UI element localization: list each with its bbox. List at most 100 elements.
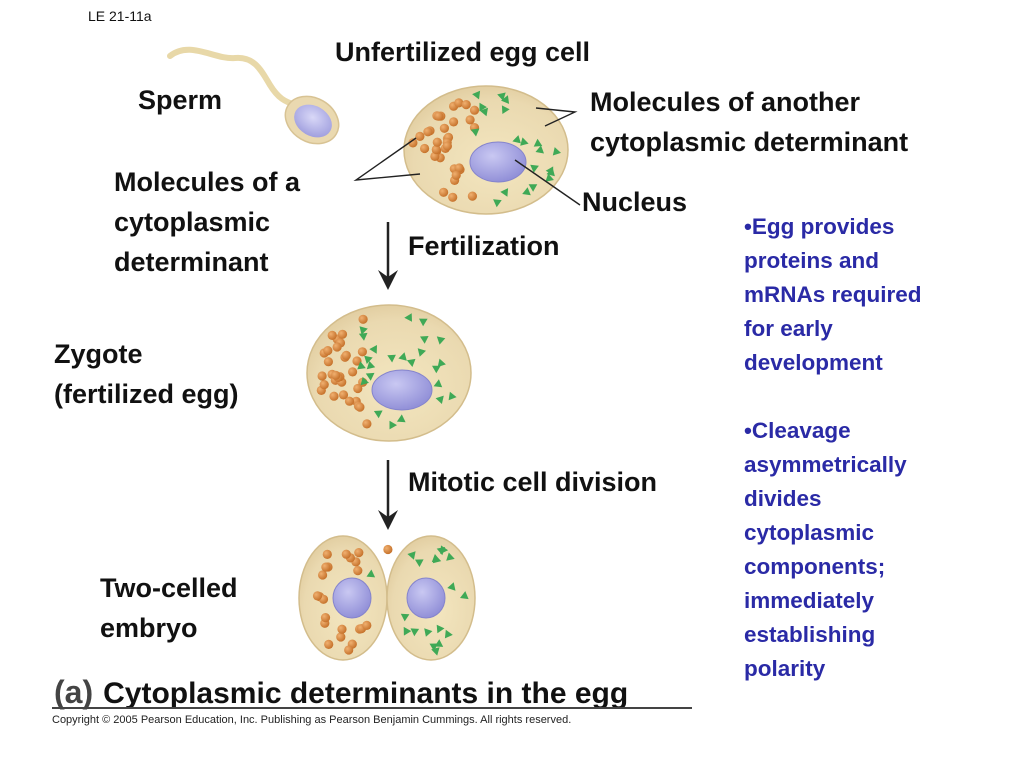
note2-line: establishing <box>744 622 876 647</box>
green-molecule <box>535 145 544 154</box>
orange-molecule <box>423 127 433 137</box>
orange-molecule <box>355 402 365 412</box>
green-molecule <box>417 348 426 357</box>
label-zygote-1: Zygote <box>54 339 143 369</box>
green-molecule <box>435 395 444 404</box>
green-molecule <box>440 545 449 554</box>
orange-molecule <box>442 141 452 151</box>
green-molecule <box>530 164 539 173</box>
green-molecule <box>447 582 456 591</box>
green-molecule <box>434 639 444 647</box>
slide-id: LE 21-11a <box>88 8 152 24</box>
green-molecule <box>472 90 481 100</box>
orange-molecule <box>329 391 339 401</box>
note2-line: divides <box>744 486 822 511</box>
note-cleavage: •Cleavage asymmetrically divides cytopla… <box>744 414 1014 686</box>
orange-molecule <box>353 566 363 576</box>
green-molecule <box>369 345 377 354</box>
green-molecule <box>522 187 531 196</box>
note1-line: for early <box>744 316 833 341</box>
orange-molecule <box>327 330 337 340</box>
orange-molecule <box>358 314 368 324</box>
sperm-nucleus <box>294 104 332 138</box>
label-fertilization: Fertilization <box>408 231 560 261</box>
green-molecule <box>512 135 521 144</box>
orange-molecule <box>323 346 333 356</box>
green-molecule <box>552 147 561 156</box>
orange-molecule <box>344 645 354 655</box>
orange-molecule <box>362 419 372 429</box>
orange-molecule <box>454 98 464 108</box>
orange-molecule <box>362 620 372 631</box>
green-molecule <box>359 326 368 335</box>
green-molecule <box>366 361 376 370</box>
green-molecule <box>404 313 412 322</box>
green-molecule <box>387 354 396 363</box>
figure-caption: (a) Cytoplasmic determinants in the egg <box>54 674 628 711</box>
green-molecule <box>389 420 397 430</box>
orange-molecule <box>344 396 355 406</box>
orange-molecule <box>454 163 464 173</box>
leader-nucleus <box>514 159 581 206</box>
orange-molecule <box>341 549 351 559</box>
unfertilized-egg <box>403 85 569 215</box>
green-molecule <box>470 128 480 137</box>
green-molecule <box>406 358 416 367</box>
green-molecule <box>431 554 441 563</box>
label-another-determinant-2: cytoplasmic determinant <box>590 127 909 157</box>
note2-line: •Cleavage <box>744 418 851 443</box>
green-molecule <box>420 336 429 344</box>
orange-molecule <box>338 390 349 400</box>
green-molecule <box>446 552 455 561</box>
note-egg-provides: •Egg provides proteins and mRNAs require… <box>744 210 1014 380</box>
green-molecule <box>407 551 416 560</box>
green-molecule <box>400 613 410 622</box>
note1-line: •Egg provides <box>744 214 895 239</box>
note2-line: cytoplasmic <box>744 520 875 545</box>
caption-text: Cytoplasmic determinants in the egg <box>103 677 629 710</box>
caption-letter: (a) <box>54 674 94 710</box>
orange-molecule <box>341 350 351 360</box>
orange-molecule <box>415 131 425 141</box>
green-molecule <box>431 647 440 656</box>
label-zygote-2: (fertilized egg) <box>54 379 239 409</box>
green-molecule <box>398 352 407 361</box>
orange-molecule <box>322 549 332 560</box>
orange-molecule <box>461 100 471 110</box>
orange-molecule <box>354 548 364 558</box>
note2-line: polarity <box>744 656 826 681</box>
note1-line: mRNAs required <box>744 282 922 307</box>
orange-molecule <box>321 562 331 572</box>
green-molecule <box>357 361 366 370</box>
embryo-left <box>298 535 388 661</box>
note2-line: asymmetrically <box>744 452 907 477</box>
orange-molecule <box>332 342 342 352</box>
orange-molecule <box>337 624 347 634</box>
arrow-fertilization-head <box>378 270 398 290</box>
label-a-determinant-1: Molecules of a <box>114 167 301 197</box>
green-molecule <box>436 624 445 634</box>
green-molecule <box>373 410 383 419</box>
green-molecule <box>424 628 433 637</box>
orange-molecule <box>430 151 440 161</box>
orange-molecule <box>353 383 363 394</box>
note1-line: development <box>744 350 883 375</box>
note2-line: immediately <box>744 588 875 613</box>
orange-molecule <box>336 632 346 642</box>
orange-molecule <box>469 105 480 115</box>
green-molecule <box>366 569 376 578</box>
green-molecule <box>415 559 424 567</box>
unfertilized-egg-nucleus <box>469 141 527 183</box>
orange-molecule <box>451 170 461 180</box>
green-molecule <box>501 95 510 104</box>
caption-divider <box>52 707 692 709</box>
orange-molecule <box>317 371 327 381</box>
orange-molecule <box>465 115 475 125</box>
green-molecule <box>364 355 373 364</box>
green-molecule <box>436 336 446 345</box>
orange-molecule <box>337 329 348 339</box>
orange-molecule <box>431 144 441 155</box>
green-molecule <box>437 358 446 367</box>
orange-molecule <box>352 356 362 366</box>
